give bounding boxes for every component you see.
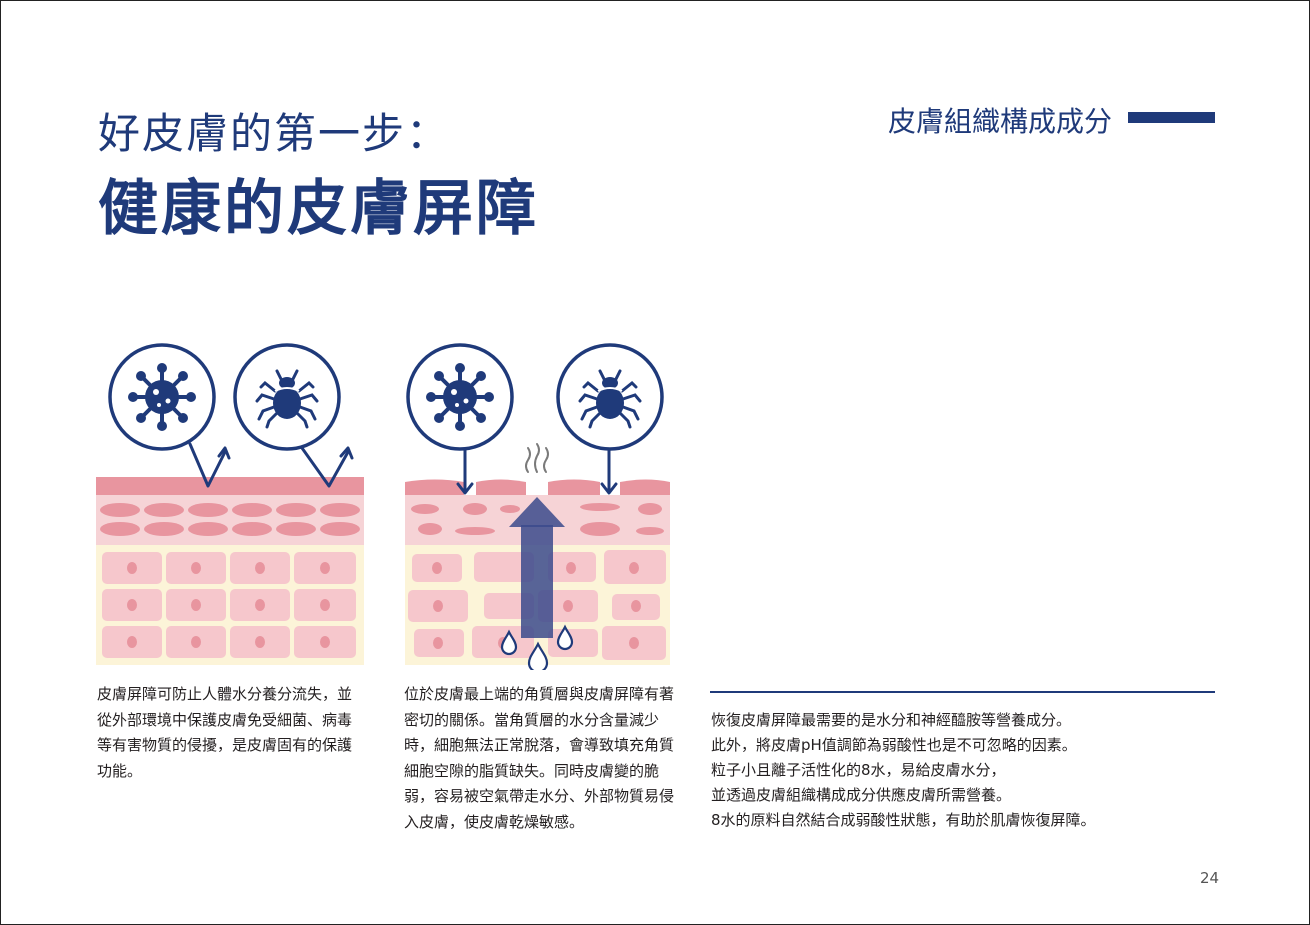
section-divider xyxy=(710,691,1215,693)
steam-icon xyxy=(525,443,549,473)
water-droplet-icon xyxy=(500,624,574,670)
page-title: 健康的皮膚屏障 xyxy=(98,174,539,244)
recovery-line: 粒子小且離子活性化的8水，易給皮膚水分， xyxy=(711,761,1006,779)
moisture-loss-arrow-icon xyxy=(509,497,565,638)
section-bar xyxy=(1128,112,1215,123)
healthy-skin-description: 皮膚屏障可防止人體水分養分流失，並從外部環境中保護皮膚免受細菌、病毒等有害物質的… xyxy=(97,685,353,780)
virus-icon xyxy=(424,361,496,433)
recovery-line: 恢復皮膚屏障最需要的是水分和神經醯胺等營養成分。 xyxy=(711,711,1072,729)
recovery-line: 並透過皮膚組織構成成分供應皮膚所需營養。 xyxy=(711,786,1012,804)
damaged-skin-description: 位於皮膚最上端的角質層與皮膚屏障有著密切的關係。當角質層的水分含量減少時，細胞無… xyxy=(404,685,675,831)
page-title-line1: 好皮膚的第一步： xyxy=(98,109,451,158)
healthy-skin-illustration xyxy=(96,343,364,665)
damaged-skin-illustration xyxy=(405,343,670,670)
virus-icon xyxy=(126,361,198,433)
recovery-description: 恢復皮膚屏障最需要的是水分和神經醯胺等營養成分。 此外，將皮膚pH值調節為弱酸性… xyxy=(711,708,1221,833)
recovery-line: 此外，將皮膚pH值調節為弱酸性也是不可忽略的因素。 xyxy=(711,736,1077,754)
recovery-line: 8水的原料自然結合成弱酸性狀態，有助於肌膚恢復屏障。 xyxy=(711,811,1096,829)
page-number: 24 xyxy=(1200,869,1220,887)
section-label: 皮膚組織構成成分 xyxy=(887,105,1112,138)
